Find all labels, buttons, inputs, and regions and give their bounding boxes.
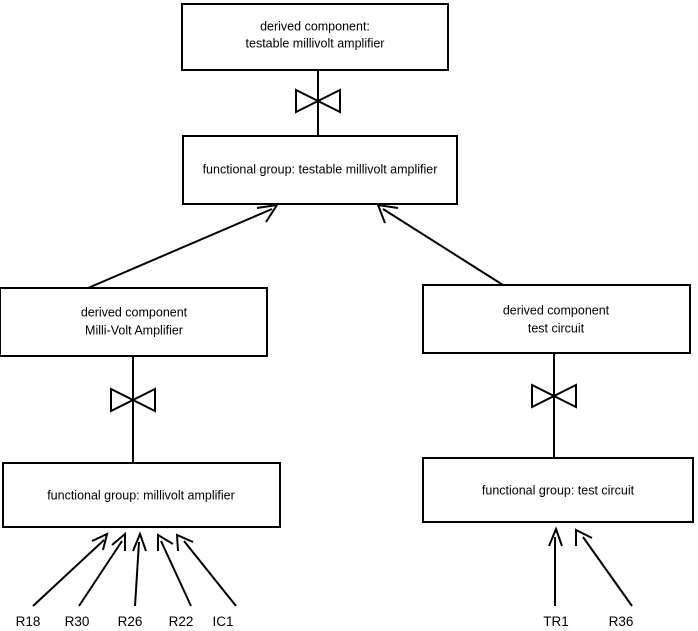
connector-derived-to-functional-group-top (295, 70, 341, 136)
connector-derived-to-functional-group-left (110, 356, 156, 463)
node-functional-group-testable-millivolt-amplifier[interactable]: functional group: testable millivolt amp… (182, 135, 458, 205)
leaf-connector-r36 (575, 528, 633, 607)
node-box[interactable] (422, 284, 691, 354)
node-box[interactable] (2, 462, 281, 528)
leaf-label-r26: R26 (118, 614, 143, 629)
leaf-line (183, 540, 237, 607)
open-arrowhead-icon (111, 531, 126, 551)
leaf-label-ic1: IC1 (212, 614, 233, 629)
open-arrowhead-icon (175, 533, 194, 552)
node-label-line1: derived component (81, 305, 188, 319)
connector-derived-to-functional-group-right (531, 353, 577, 458)
node-label-line1: derived component (503, 303, 610, 317)
node-box[interactable] (0, 287, 268, 357)
node-label-line1: functional group: testable millivolt amp… (203, 162, 438, 176)
leaf-connector-tr1 (548, 526, 563, 606)
bowtie-left-triangle-icon (110, 387, 136, 413)
node-box[interactable] (182, 135, 458, 205)
node-derived-testable-millivolt-amplifier[interactable]: derived component: testable millivolt am… (181, 3, 449, 71)
open-arrowhead-icon (91, 532, 109, 551)
leaf-line (582, 536, 633, 607)
node-box[interactable] (181, 3, 449, 71)
open-arrowhead-icon (376, 203, 399, 224)
leaf-label-r22: R22 (169, 614, 194, 629)
node-functional-group-test-circuit[interactable]: functional group: test circuit (422, 457, 694, 523)
leaf-group-millivolt-amplifier: R18 R30 R26 R22 IC1 (16, 531, 237, 629)
leaf-connector-r26 (132, 531, 147, 607)
node-derived-test-circuit[interactable]: derived component test circuit (422, 284, 691, 354)
leaf-connector-r22 (157, 533, 192, 607)
connector-mv-amplifier-to-testable (87, 203, 280, 289)
leaf-connector-r18 (32, 532, 109, 607)
node-label-line1: functional group: millivolt amplifier (47, 488, 235, 502)
open-arrowhead-icon (132, 531, 147, 552)
leaf-label-tr1: TR1 (543, 614, 569, 629)
bowtie-right-triangle-icon (551, 383, 577, 409)
leaf-line (78, 540, 123, 607)
node-functional-group-millivolt-amplifier[interactable]: functional group: millivolt amplifier (2, 462, 281, 528)
node-label-line1: functional group: test circuit (482, 483, 635, 497)
open-arrowhead-icon (157, 533, 174, 551)
leaf-line (134, 541, 140, 607)
leaf-line (160, 540, 192, 607)
leaf-connector-r30 (78, 531, 126, 607)
node-box[interactable] (422, 457, 694, 523)
bowtie-right-triangle-icon (130, 387, 156, 413)
leaf-line (32, 539, 105, 607)
open-arrowhead-icon (548, 526, 563, 547)
bowtie-left-triangle-icon (295, 88, 321, 114)
connector-line (382, 208, 504, 286)
leaf-label-r36: R36 (609, 614, 634, 629)
bowtie-right-triangle-icon (315, 88, 341, 114)
node-label-line1: derived component: (260, 19, 370, 33)
node-label-line2: test circuit (528, 321, 585, 335)
node-derived-milli-volt-amplifier[interactable]: derived component Milli-Volt Amplifier (0, 287, 268, 357)
bowtie-left-triangle-icon (531, 383, 557, 409)
leaf-group-test-circuit: TR1 R36 (543, 526, 634, 629)
leaf-label-r30: R30 (65, 614, 90, 629)
open-arrowhead-icon (575, 528, 593, 546)
leaf-label-r18: R18 (16, 614, 41, 629)
connector-line (87, 208, 273, 289)
node-label-line2: Milli-Volt Amplifier (85, 323, 183, 337)
leaf-connector-ic1 (175, 533, 237, 607)
node-label-line2: testable millivolt amplifier (246, 36, 385, 50)
connector-test-circuit-to-testable (376, 203, 504, 286)
